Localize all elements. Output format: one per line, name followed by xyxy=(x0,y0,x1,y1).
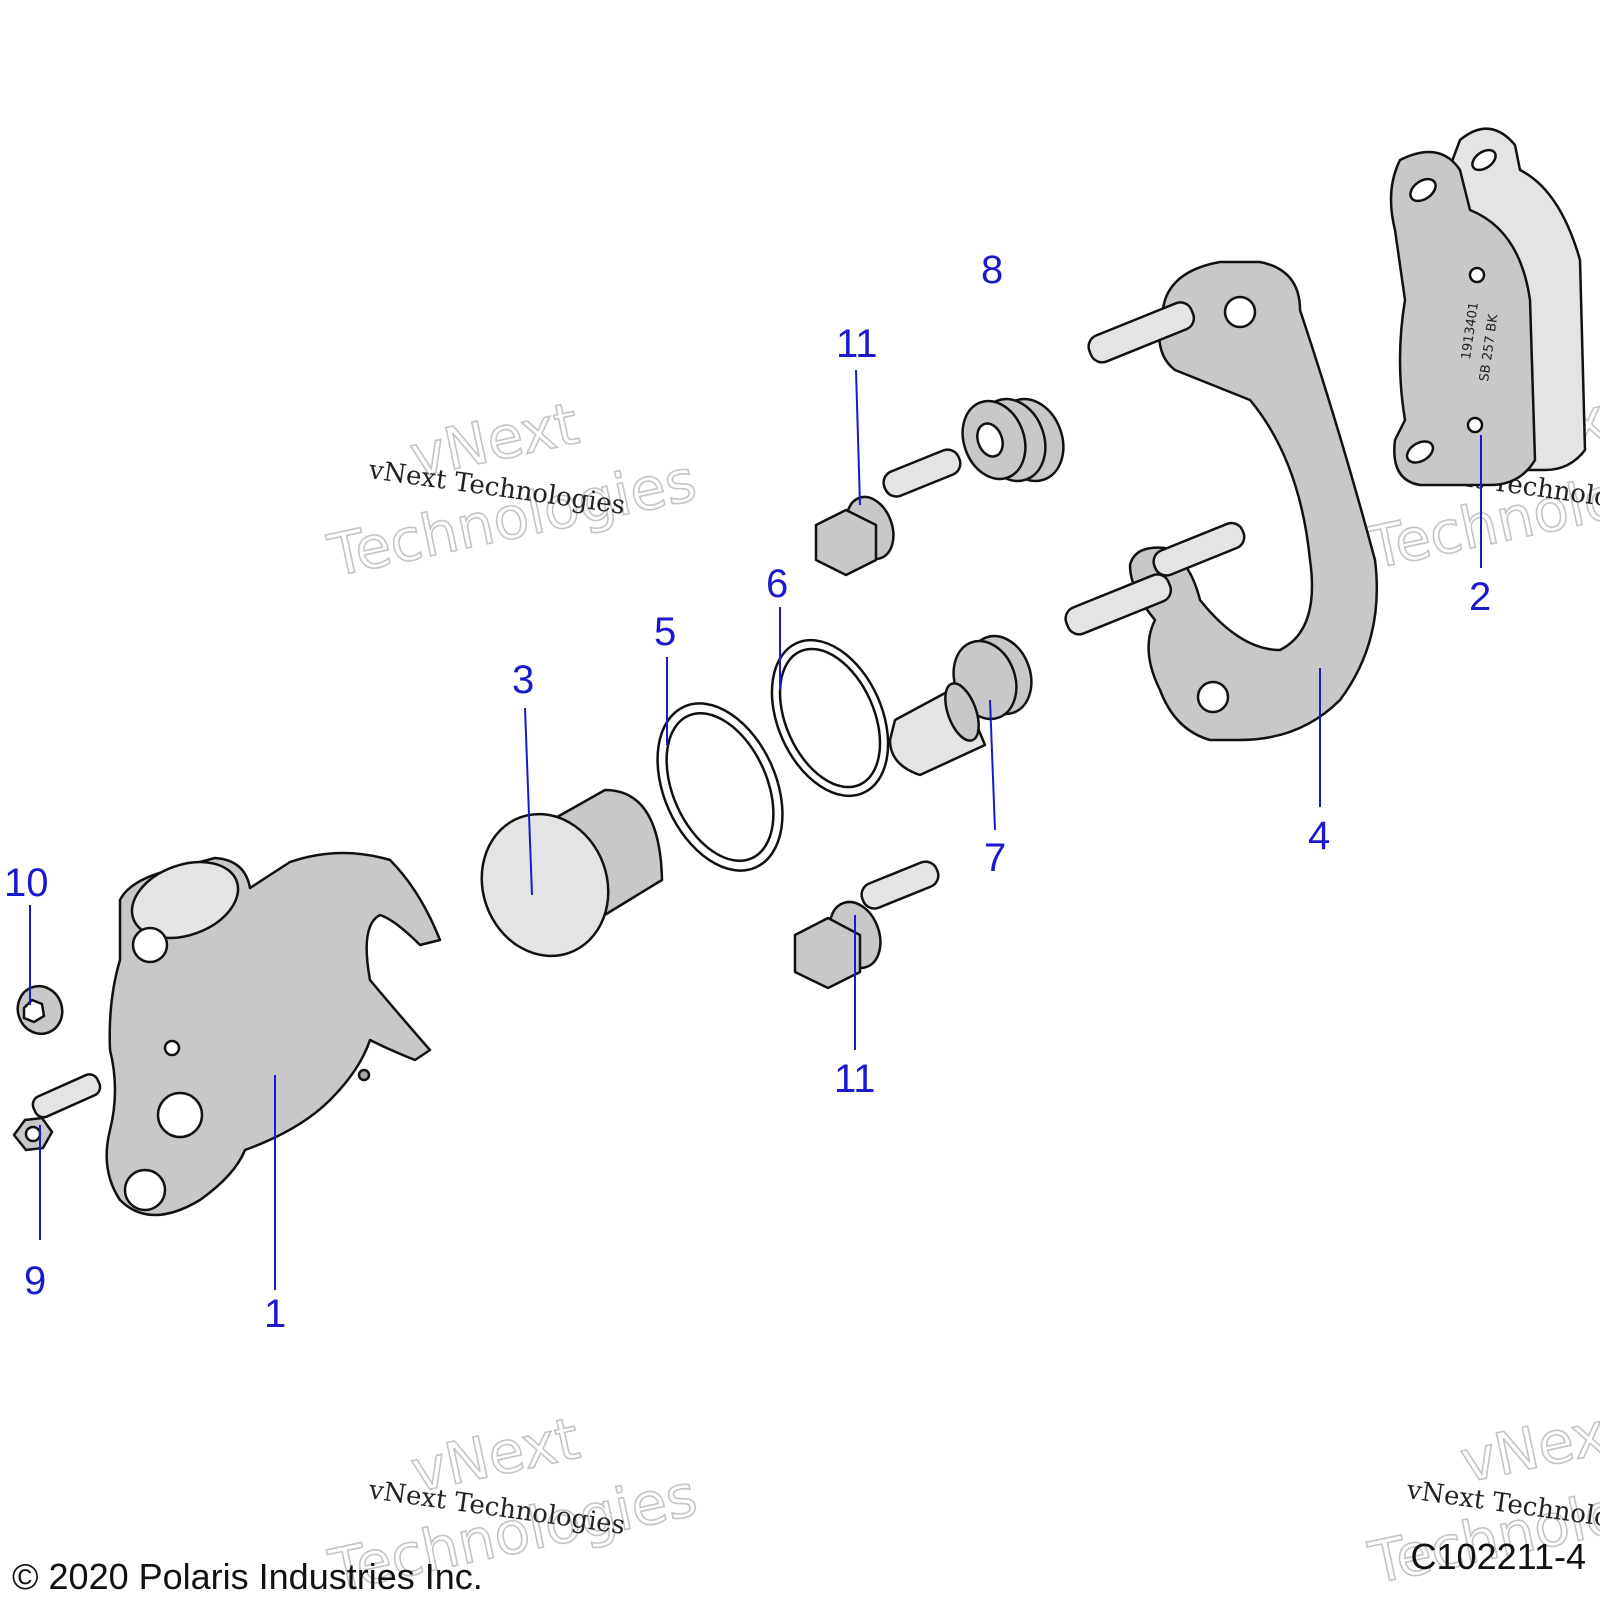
callout-11-top: 11 xyxy=(836,322,878,366)
callout-1: 1 xyxy=(264,1292,286,1336)
callout-8: 8 xyxy=(981,248,1003,292)
callout-2: 2 xyxy=(1469,575,1491,619)
callout-9: 9 xyxy=(24,1259,46,1303)
bleeder-cap xyxy=(16,984,64,1036)
copyright-notice: © 2020 Polaris Industries Inc. xyxy=(12,1556,483,1597)
guide-pin xyxy=(888,634,1033,777)
leader-7 xyxy=(989,699,996,831)
callout-10: 10 xyxy=(4,861,49,905)
bolt-top xyxy=(814,448,962,577)
bolt-bottom xyxy=(793,860,940,990)
callout-5: 5 xyxy=(654,610,676,654)
callout-11-bottom: 11 xyxy=(834,1057,876,1101)
callout-6: 6 xyxy=(766,562,788,606)
callout-3: 3 xyxy=(512,658,534,702)
brake-pads: 1913401 SB 257 BK xyxy=(1389,127,1587,487)
diagram-id: C102211-4 xyxy=(1410,1536,1586,1577)
caliper-bracket xyxy=(1064,260,1379,742)
piston-seal-outer xyxy=(656,702,784,872)
caliper-piston xyxy=(480,788,664,958)
bleeder-screw xyxy=(12,1073,102,1152)
watermark-brand-line1-bottom-right: vNext xyxy=(1455,1394,1600,1496)
callout-7: 7 xyxy=(984,836,1006,880)
leader-3 xyxy=(524,707,533,896)
caliper-body xyxy=(105,851,442,1217)
guide-pin-boot xyxy=(961,397,1065,483)
callout-4: 4 xyxy=(1308,814,1330,858)
piston-seal-inner xyxy=(770,638,890,798)
leader-11-top xyxy=(855,369,861,506)
